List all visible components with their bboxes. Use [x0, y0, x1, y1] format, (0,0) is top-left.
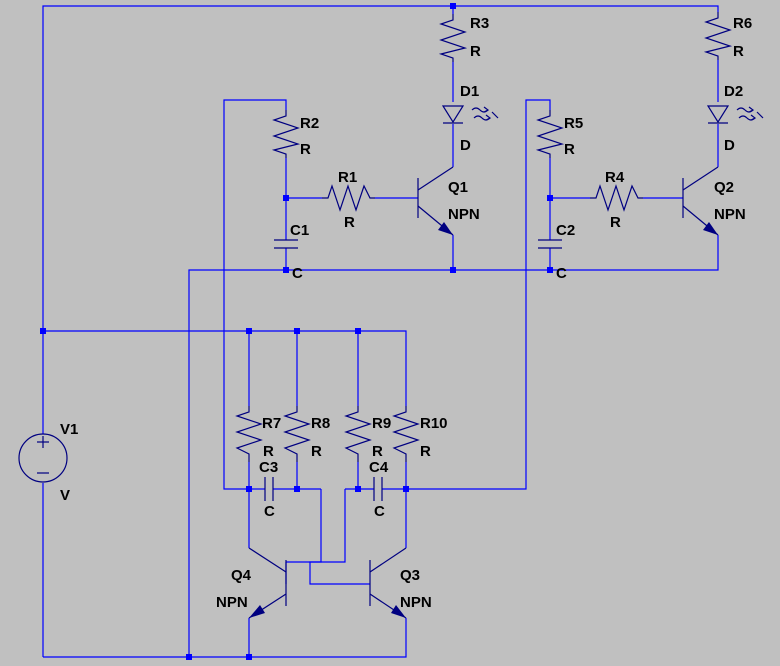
resistor-r2 [271, 110, 301, 158]
transistor-q1 [417, 166, 454, 236]
capacitor-c4 [373, 477, 383, 501]
r8-name: R8 [311, 415, 330, 432]
c3-name: C3 [259, 459, 278, 476]
wires [42, 5, 719, 658]
r9-value: R [372, 443, 383, 460]
r4-value: R [610, 214, 621, 231]
r1-name: R1 [338, 169, 357, 186]
led-d1 [441, 105, 499, 124]
r10-name: R10 [420, 415, 448, 432]
wire-r2-loop [223, 99, 287, 490]
wire-bottom-rail [43, 618, 407, 658]
junctions [40, 3, 553, 660]
r5-value: R [564, 141, 575, 158]
wire-q1-emitter [286, 235, 454, 271]
capacitor-c3 [264, 477, 274, 501]
c3-value: C [264, 503, 275, 520]
r4-name: R4 [605, 169, 625, 186]
d1-value: D [460, 137, 471, 154]
r2-name: R2 [300, 115, 319, 132]
r9-name: R9 [372, 415, 391, 432]
resistor-r7 [235, 406, 263, 462]
resistor-r5 [535, 110, 565, 158]
wire-c1-return [188, 269, 286, 657]
wire-cross-q4-base [286, 489, 322, 563]
r1-value: R [344, 214, 355, 231]
transistor-q2 [682, 166, 719, 236]
d2-name: D2 [724, 83, 743, 100]
d1-name: D1 [460, 83, 479, 100]
q4-name: Q4 [231, 567, 252, 584]
r8-value: R [311, 443, 322, 460]
leds [441, 105, 764, 124]
resistor-r10 [392, 406, 420, 462]
c2-value: C [556, 265, 567, 282]
q3-name: Q3 [400, 567, 420, 584]
q2-name: Q2 [714, 179, 734, 196]
wire-top-rail [42, 5, 719, 331]
capacitor-c2 [538, 239, 562, 249]
transistor-q4 [248, 547, 287, 619]
c4-value: C [374, 503, 385, 520]
r10-value: R [420, 443, 431, 460]
resistor-r6 [703, 12, 733, 60]
r7-name: R7 [262, 415, 281, 432]
wire-mid-rail [43, 330, 407, 406]
q2-value: NPN [714, 206, 746, 223]
q4-value: NPN [216, 594, 248, 611]
r7-value: R [263, 443, 274, 460]
c1-name: C1 [290, 222, 309, 239]
c2-name: C2 [556, 222, 575, 239]
q3-value: NPN [400, 594, 432, 611]
led-d2 [706, 105, 764, 124]
wire-r5-loop [406, 99, 551, 490]
r3-value: R [470, 43, 481, 60]
r3-name: R3 [470, 15, 489, 32]
resistor-r9 [344, 406, 372, 462]
resistor-r8 [283, 406, 311, 462]
r5-name: R5 [564, 115, 583, 132]
c1-value: C [292, 265, 303, 282]
resistors [235, 12, 733, 462]
wire-cross-q3-base [309, 489, 370, 585]
v1-value: V [60, 487, 70, 504]
resistor-r3 [438, 14, 468, 62]
r2-value: R [300, 141, 311, 158]
transistors [248, 166, 719, 619]
r6-name: R6 [733, 15, 752, 32]
v1-name: V1 [60, 421, 78, 438]
c4-name: C4 [369, 459, 389, 476]
r6-value: R [733, 43, 744, 60]
voltage-source-v1 [18, 433, 68, 483]
resistor-r1 [322, 184, 375, 212]
transistor-q3 [369, 547, 407, 619]
q1-value: NPN [448, 206, 480, 223]
q1-name: Q1 [448, 179, 468, 196]
capacitor-c1 [274, 239, 298, 249]
labels: R3 R R6 R D1 D D2 D R2 R R5 R R1 R R4 R … [60, 15, 752, 611]
d2-value: D [724, 137, 735, 154]
wire-emitter-rail [453, 235, 719, 271]
resistor-r4 [590, 184, 643, 212]
capacitors [264, 239, 562, 501]
